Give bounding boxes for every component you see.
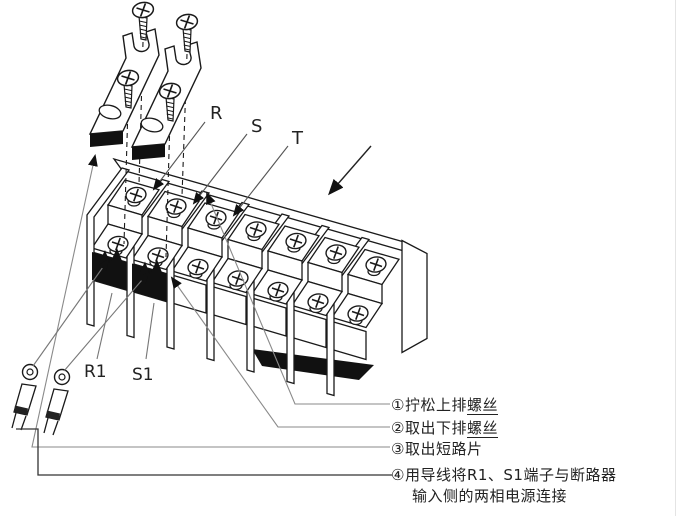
page-edge-line [675,0,676,516]
leader-label-t [232,145,289,217]
step-2-underlined: 螺丝 [466,419,498,438]
leader-label-s [192,133,248,205]
step-4-main: ④用导线将R1、S1端子与断路器 [391,466,617,484]
leader-step-4 [16,428,392,476]
leader-wire2-to-s1 [63,271,150,372]
step-4-line2: 输入侧的两相电源连接 [412,487,568,505]
label-t: T [291,128,304,149]
step-4-text: ④用导线将R1、S1端子与断路器 [391,466,616,484]
label-r: R [210,103,223,124]
leader-label-r1 [96,292,113,360]
terminal-s1-black-face [132,263,166,302]
terminal-r1-black-face [92,252,126,290]
leader-step-3 [31,154,390,448]
step-1-text: ①拧松上排螺丝 [391,396,498,415]
label-r1: R1 [84,362,107,382]
block-right-cap [401,239,428,354]
step-1-main: ①拧松上排 [391,396,467,414]
leader-label-r [152,121,206,191]
step-1-underlined: 螺丝 [466,396,498,415]
block-base-shadow [252,349,374,380]
step-2-main: ②取出下排 [391,419,467,437]
s1-pointer-arrows [139,259,162,275]
block-pointer-arrow [328,145,372,196]
leader-step-2 [170,276,390,428]
leader-label-s1 [145,302,155,360]
assembly-dashed-lines [123,41,188,258]
step-4-text-line2: 输入侧的两相电源连接 [412,487,567,505]
step-3-main: ③取出短路片 [391,440,483,458]
leader-step-1 [206,192,390,405]
step-3-text: ③取出短路片 [391,440,482,458]
wire-lug-1 [11,363,39,431]
label-s: S [251,116,262,137]
wire-lug-2 [43,368,71,436]
label-s1: S1 [132,365,154,385]
step-2-text: ②取出下排螺丝 [391,419,498,438]
leader-wire1-to-r1 [32,258,110,367]
